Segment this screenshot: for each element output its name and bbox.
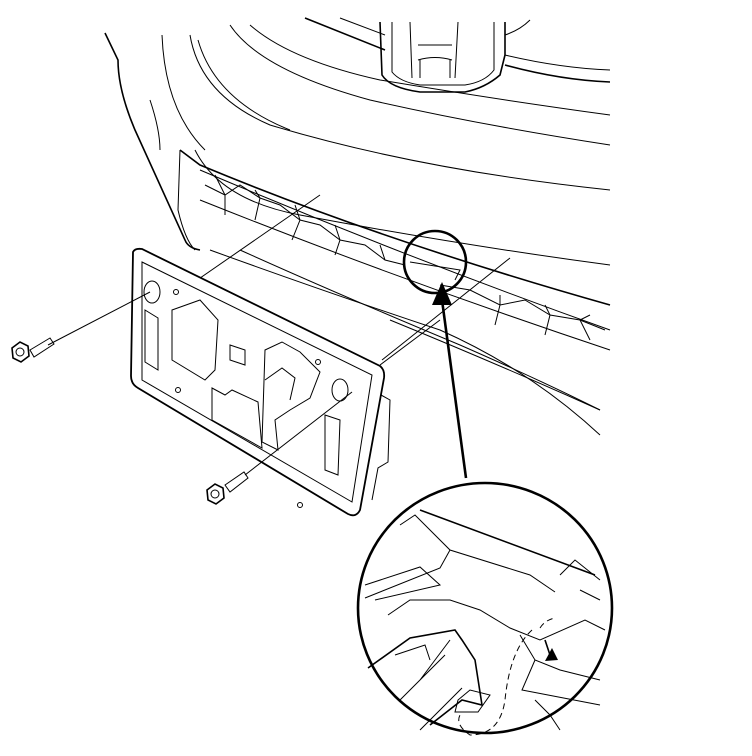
license-plate-bracket xyxy=(130,247,391,517)
detail-magnified-view xyxy=(356,481,614,736)
screw-left xyxy=(11,291,151,363)
arrow-head-icon xyxy=(432,282,452,305)
push-arrow-icon xyxy=(545,648,558,661)
leader-lines xyxy=(189,194,511,366)
screw-right xyxy=(206,391,353,505)
lower-grille xyxy=(177,149,611,351)
detail-callout xyxy=(402,229,468,479)
honda-logo-emblem xyxy=(379,21,506,93)
upper-grille xyxy=(304,17,611,83)
detail-marker-circle xyxy=(402,229,468,295)
callout-arrow-line xyxy=(440,299,468,479)
